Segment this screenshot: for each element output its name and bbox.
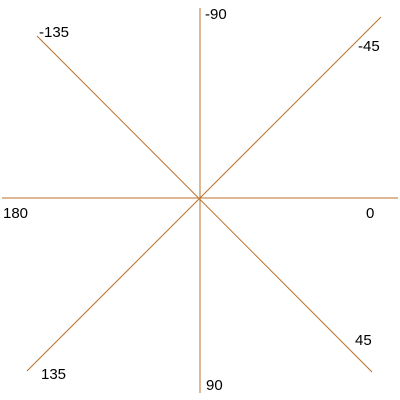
diagonal-line-minus135-to-45: [36, 35, 373, 373]
diagonal-line-135-to-minus45: [26, 16, 382, 372]
angle-label-minus90: -90: [205, 6, 227, 23]
angle-label-180: 180: [3, 205, 28, 222]
angle-label-minus45: -45: [358, 38, 380, 55]
angle-label-90: 90: [206, 377, 223, 394]
angle-label-minus135: -135: [39, 24, 69, 41]
angle-label-45: 45: [355, 332, 372, 349]
angle-label-0: 0: [366, 205, 374, 222]
angle-label-135: 135: [41, 366, 66, 383]
